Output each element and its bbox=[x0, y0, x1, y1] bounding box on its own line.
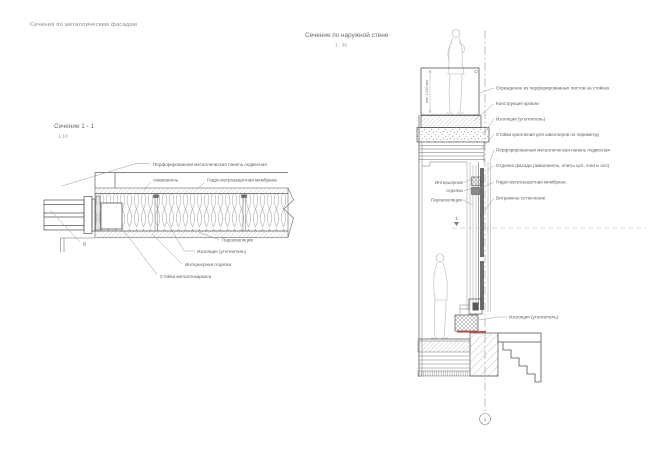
stud-clip bbox=[153, 194, 159, 198]
detail-mark: В bbox=[83, 242, 86, 247]
perforated-panel-line bbox=[94, 172, 288, 188]
label-membrane: Гидро-ветрозащитная мембрана bbox=[207, 178, 277, 183]
parapet-assembly bbox=[419, 142, 485, 162]
sill-insulation-box bbox=[454, 314, 479, 332]
railing-height-value: min 1200 мм bbox=[424, 80, 429, 103]
label-interior-finish: Интерьерная отделка bbox=[185, 262, 232, 267]
label-membrane-wall: Гидро-ветрозащитная мембрана bbox=[496, 180, 566, 185]
leader-lines-right bbox=[473, 87, 507, 321]
label-insulation-top: Изоляция (утеплитель) bbox=[496, 117, 546, 122]
label-facade-finish: Отделка фасада (аквапанель, плиты цсп, п… bbox=[496, 163, 610, 168]
section-1-1-drawing: Сечение 1 - 1 1:10 bbox=[43, 123, 294, 279]
label-insulation-bottom: Изоляция (утеплитель) bbox=[509, 315, 559, 320]
page-title: Сечения по металлическим фасадам bbox=[30, 22, 137, 28]
label-frame-post: Стойка металлокаркаса bbox=[160, 273, 212, 279]
interior-finish-layer bbox=[94, 230, 289, 238]
stud-dividers bbox=[154, 193, 246, 231]
railing-dimension: min 1200 мм bbox=[424, 69, 432, 114]
interior-finish-board bbox=[471, 176, 481, 186]
sill-bracket bbox=[459, 304, 469, 314]
break-symbol bbox=[283, 187, 294, 238]
person-figure-interior bbox=[431, 253, 448, 339]
grid-axis-bubble bbox=[479, 413, 491, 425]
person-figure-roof bbox=[446, 29, 466, 114]
aquapanel-layer bbox=[94, 187, 289, 194]
leader-lines-left bbox=[49, 163, 220, 275]
section-1-1-scale: 1:10 bbox=[58, 134, 68, 140]
label-perforated-panel-wall: Перфорированная металлическая панель под… bbox=[496, 148, 610, 153]
mullion-profile bbox=[480, 168, 484, 310]
stud-clip bbox=[241, 194, 247, 198]
section-cut-number: 1 bbox=[455, 216, 458, 221]
window-bottom-frame bbox=[468, 298, 483, 315]
railing-outline bbox=[420, 67, 480, 116]
label-roof: Конструкция кровли bbox=[496, 101, 539, 106]
railing-fixing-dot bbox=[474, 69, 478, 74]
insulation-layer bbox=[94, 193, 289, 232]
external-wall-section-drawing: Сечение по наружной стене 1 : 30 1 min 1… bbox=[305, 29, 645, 425]
section-cut-mark: 1 bbox=[452, 216, 645, 229]
channel-profile bbox=[43, 196, 96, 234]
label-aquapanel: Аквапанель bbox=[153, 178, 179, 183]
roof-deck-layer bbox=[420, 115, 482, 128]
masonry-pier bbox=[469, 332, 499, 377]
ceiling-line bbox=[422, 161, 467, 167]
grid-axis-number: 1 bbox=[484, 417, 487, 422]
label-interior-finish-2: отделка bbox=[446, 188, 463, 193]
interior-finish-board-2 bbox=[471, 187, 480, 195]
wall-section-title: Сечение по наружной стене bbox=[305, 31, 389, 39]
label-railing: Ограждение из перфорированных листов на … bbox=[496, 85, 610, 91]
fastening-strip bbox=[95, 195, 101, 231]
label-vapor-barrier: Пароизоляция bbox=[222, 238, 253, 243]
mullion-transom-gap bbox=[480, 257, 484, 261]
cornice-steps bbox=[497, 332, 542, 383]
wall-section-scale: 1 : 30 bbox=[335, 43, 347, 49]
label-interior-finish-1: Интерьерная bbox=[435, 180, 464, 185]
label-insulation: Изоляция (утеплитель) bbox=[197, 249, 247, 254]
label-perforated-panel: Перфорированная металлическая панель под… bbox=[153, 162, 267, 167]
frame-post-cavity bbox=[100, 202, 123, 230]
leader-lines-interior bbox=[462, 179, 474, 206]
window-bottom-profile bbox=[472, 302, 479, 311]
label-glazing: Витражное остекление bbox=[496, 196, 546, 201]
label-posts: Стойки крепления для швеллеров по периме… bbox=[496, 131, 600, 137]
section-1-1-title: Сечение 1 - 1 bbox=[54, 123, 95, 130]
wall-continuation-lines bbox=[60, 237, 95, 252]
roof-insulation-layer bbox=[416, 127, 490, 143]
label-vapor-barrier-wall: Пароизоляция bbox=[431, 198, 462, 203]
floor-slab bbox=[417, 338, 471, 377]
